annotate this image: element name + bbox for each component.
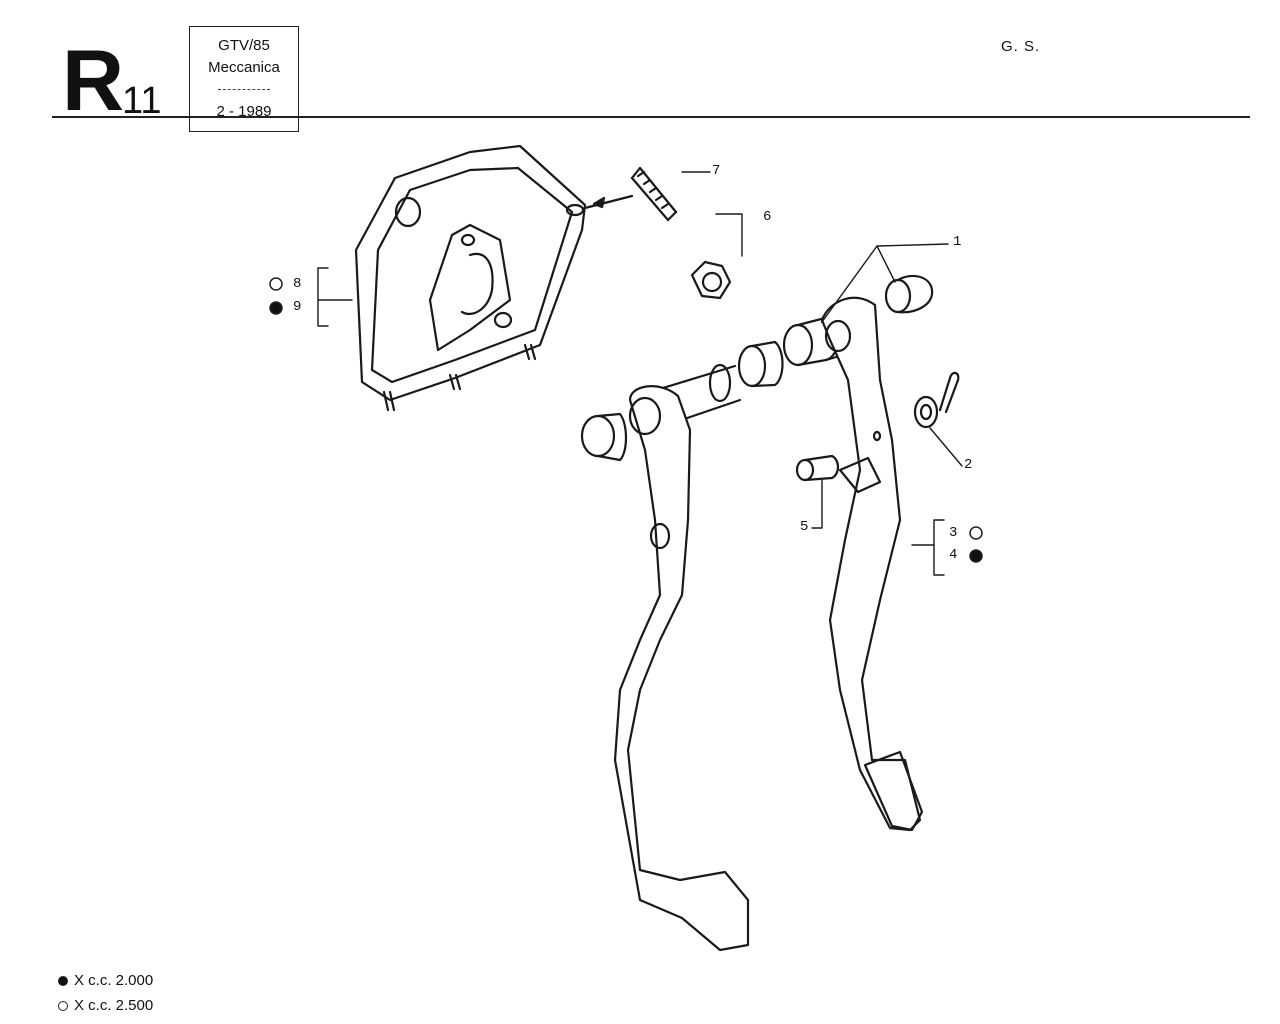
legend-2000cc-label: X c.c. 2.000	[74, 972, 154, 989]
pedal-support-housing	[354, 144, 587, 412]
revision-date: 2 - 1989	[216, 103, 272, 120]
box-divider	[218, 89, 270, 90]
model-name: GTV/85	[218, 37, 270, 54]
washer-cotter-2	[913, 371, 960, 429]
table-number: 11	[122, 80, 162, 122]
section-code: G. S.	[1001, 38, 1041, 55]
legend-2500cc: X c.c. 2.500	[58, 997, 153, 1014]
callout-8: 8	[293, 276, 302, 292]
open-marker-3	[969, 526, 983, 540]
stud-7	[583, 166, 678, 222]
legend-2000cc: X c.c. 2.000	[58, 972, 153, 989]
brake-pedal	[613, 385, 750, 952]
open-marker-8	[269, 277, 283, 291]
filled-marker-4	[969, 549, 983, 563]
callout-5: 5	[800, 519, 809, 535]
nut-6	[690, 260, 732, 300]
filled-dot-icon	[58, 975, 68, 986]
model-info-box: GTV/85 Meccanica 2 - 1989	[189, 26, 299, 132]
filled-marker-9	[269, 301, 283, 315]
group-name: Meccanica	[208, 59, 280, 76]
callout-6: 6	[763, 209, 772, 225]
table-letter: R	[62, 33, 124, 129]
callout-3: 3	[949, 525, 958, 541]
callout-7: 7	[712, 163, 721, 179]
callout-1: 1	[953, 234, 962, 250]
legend-2500cc-label: X c.c. 2.500	[74, 997, 154, 1014]
open-dot-icon	[58, 1000, 68, 1011]
callout-2: 2	[964, 457, 973, 473]
header-rule	[52, 116, 1250, 118]
clutch-pedal	[820, 296, 924, 832]
callout-9: 9	[293, 299, 302, 315]
callout-4: 4	[949, 547, 958, 563]
pin-5	[795, 454, 840, 482]
